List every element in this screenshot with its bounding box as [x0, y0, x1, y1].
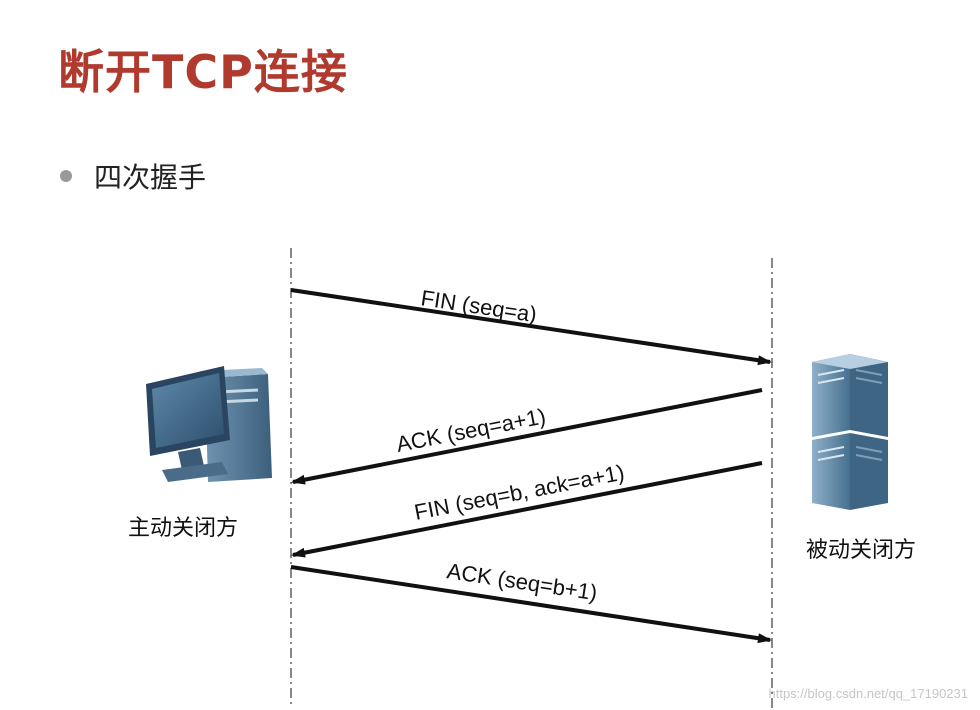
message-arrow-fin-b [291, 461, 763, 558]
active-closer-label: 主动关闭方 [128, 516, 238, 541]
message-arrow-ack-b1 [290, 565, 772, 644]
server-rack-icon [812, 354, 888, 510]
bullet-text: 四次握手 [94, 161, 207, 194]
watermark: https://blog.csdn.net/qq_17190231 [769, 686, 969, 701]
passive-closer-label: 被动关闭方 [806, 538, 916, 563]
message-label: FIN (seq=b, ack=a+1) [412, 460, 626, 525]
message-label: FIN (seq=a) [419, 285, 538, 327]
message-arrow-fin-a [290, 288, 772, 366]
desktop-computer-icon [146, 366, 272, 482]
message-arrow-ack-a1 [291, 388, 763, 485]
bullet-dot-icon [60, 170, 72, 182]
message-label: ACK (seq=b+1) [445, 558, 599, 605]
bullet-item: 四次握手 [60, 158, 206, 194]
page-title: 断开TCP连接 [58, 45, 348, 99]
